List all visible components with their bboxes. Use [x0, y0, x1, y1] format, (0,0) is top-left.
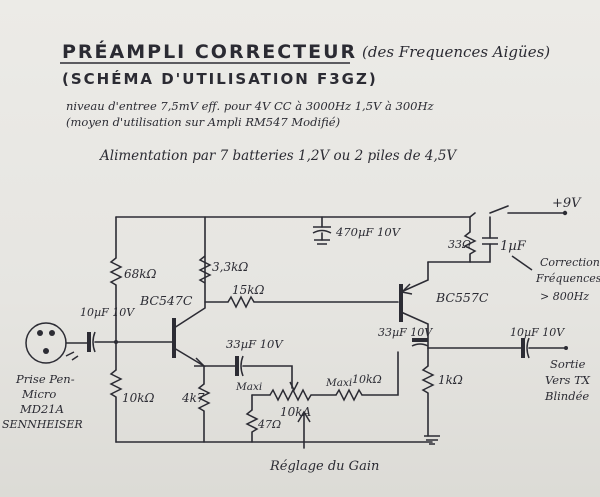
capacitor-1uf-label: 1µF — [500, 239, 527, 254]
transistor-q1-label: BC547C — [139, 293, 193, 308]
vcc-label: +9V — [552, 196, 582, 211]
output-note-1: Sortie — [550, 357, 586, 371]
ground-rail — [115, 435, 440, 445]
capacitor-input — [87, 331, 173, 353]
capacitor-1uf — [469, 216, 498, 263]
resistor-15k-label: 15kΩ — [232, 283, 265, 297]
capacitor-33uf-label: 33µF 10V — [226, 337, 284, 351]
header-title: PRÉAMPLI CORRECTEUR — [62, 40, 357, 63]
capacitor-input-label: 10µF 10V — [80, 306, 135, 319]
input-connector — [25, 322, 89, 364]
resistor-1k-label: 1kΩ — [438, 373, 463, 387]
resistor-1k — [421, 347, 523, 437]
transistor-q1 — [172, 216, 206, 367]
resistor-68k-label: 68kΩ — [124, 267, 157, 281]
resistor-10k-right-label: 10kΩ — [352, 373, 382, 386]
resistor-47-label: 47Ω — [257, 418, 281, 431]
supply-rail — [115, 205, 568, 218]
correction-note-1: Correction — [540, 256, 600, 269]
input-note-1: Prise Pen- — [15, 372, 75, 386]
resistor-3k3 — [198, 255, 212, 284]
resistor-10k-right — [335, 351, 399, 402]
resistor-15k — [204, 295, 399, 309]
gain-arrow — [297, 410, 311, 449]
resistor-10k-left — [109, 369, 123, 443]
resistor-68k — [109, 216, 123, 371]
input-note-3: MD21A — [19, 402, 64, 416]
capacitor-33uf — [235, 355, 293, 389]
correction-note-3: > 800Hz — [540, 290, 589, 303]
capacitor-output-label: 10µF 10V — [510, 326, 565, 339]
pot-maxi-left: Maxi — [235, 381, 262, 393]
emitter-net — [197, 365, 237, 443]
header-line3: Alimentation par 7 batteries 1,2V ou 2 p… — [98, 148, 457, 164]
output-note-3: Blindée — [544, 389, 589, 403]
transistor-q2-label: BC557C — [435, 290, 489, 305]
input-note-2: Micro — [21, 387, 56, 401]
transistor-q2 — [399, 261, 429, 349]
resistor-4k7-label: 4k7 — [181, 391, 205, 405]
correction-note-2: Fréquences — [535, 272, 600, 285]
capacitor-output — [521, 337, 568, 359]
header-line1: niveau d'entree 7,5mV eff. pour 4V CC à … — [66, 99, 434, 113]
pot-maxi-right: Maxi — [325, 377, 352, 389]
input-note-4: SENNHEISER — [2, 418, 83, 431]
capacitor-470uf-label: 470µF 10V — [335, 225, 402, 239]
potentiometer — [251, 381, 337, 402]
output-note-2: Vers TX — [545, 373, 591, 387]
capacitor-33uf-b-label: 33µF 10V — [378, 326, 433, 339]
capacitor-470uf — [312, 216, 332, 245]
resistor-3k3-label: 3,3kΩ — [212, 260, 248, 274]
header-line2: (moyen d'utilisation sur Ampli RM547 Mod… — [66, 115, 340, 129]
header-title-note: (des Frequences Aigües) — [362, 43, 550, 61]
header-subtitle: (SCHÉMA D'UTILISATION F3GZ) — [62, 69, 378, 88]
resistor-47 — [245, 394, 259, 443]
correction-pointer — [511, 255, 533, 271]
resistor-33-label: 33Ω — [448, 238, 471, 251]
resistor-10k-left-label: 10kΩ — [122, 391, 155, 405]
capacitor-33uf-b — [411, 338, 429, 347]
gain-note: Réglage du Gain — [269, 459, 379, 474]
